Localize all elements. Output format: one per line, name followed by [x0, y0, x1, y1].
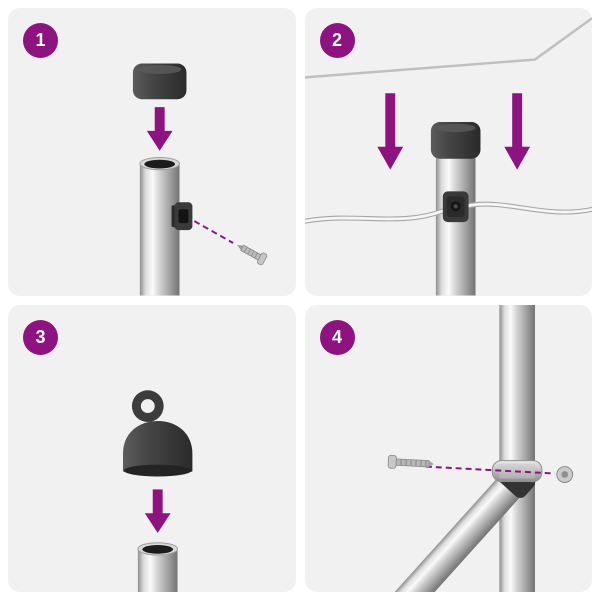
- overhead-wire: [304, 16, 592, 79]
- arrow-down-left-icon: [376, 93, 403, 170]
- eyelet-cap-icon: [123, 389, 193, 477]
- step-number: 3: [35, 326, 46, 347]
- arrow-down-right-icon: [503, 93, 530, 170]
- step-number: 1: [35, 30, 46, 50]
- step-panel-2: 2: [304, 8, 592, 296]
- pole: [137, 541, 179, 592]
- screw-icon: [387, 454, 434, 469]
- step-panel-4: 4: [304, 304, 592, 592]
- step-badge: 4: [319, 319, 355, 355]
- step-3-illustration: [123, 389, 193, 592]
- step-panel-3: 3: [8, 304, 296, 592]
- step-number: 2: [331, 30, 342, 50]
- dashed-guide-line: [425, 465, 555, 475]
- step-4-illustration: [348, 304, 573, 592]
- step-panel-1: 1: [8, 8, 296, 296]
- step-badge: 1: [23, 23, 58, 58]
- arrow-down-icon: [146, 107, 173, 151]
- end-cap-icon: [430, 122, 480, 159]
- end-cap-icon: [132, 63, 187, 100]
- dashed-guide-line: [193, 220, 234, 244]
- step-badge: 3: [23, 319, 58, 355]
- pole: [498, 304, 535, 592]
- step-badge: 2: [319, 23, 355, 58]
- step-2-illustration: [304, 16, 592, 296]
- pole: [139, 157, 181, 296]
- wire-clamp: [442, 191, 469, 223]
- step-number: 4: [331, 326, 342, 347]
- screw-icon: [237, 244, 268, 266]
- wire-clamp: [171, 202, 193, 231]
- screw-head-icon: [555, 465, 573, 483]
- step-1-illustration: [132, 63, 268, 296]
- pole: [435, 154, 476, 296]
- arrow-down-icon: [144, 488, 171, 533]
